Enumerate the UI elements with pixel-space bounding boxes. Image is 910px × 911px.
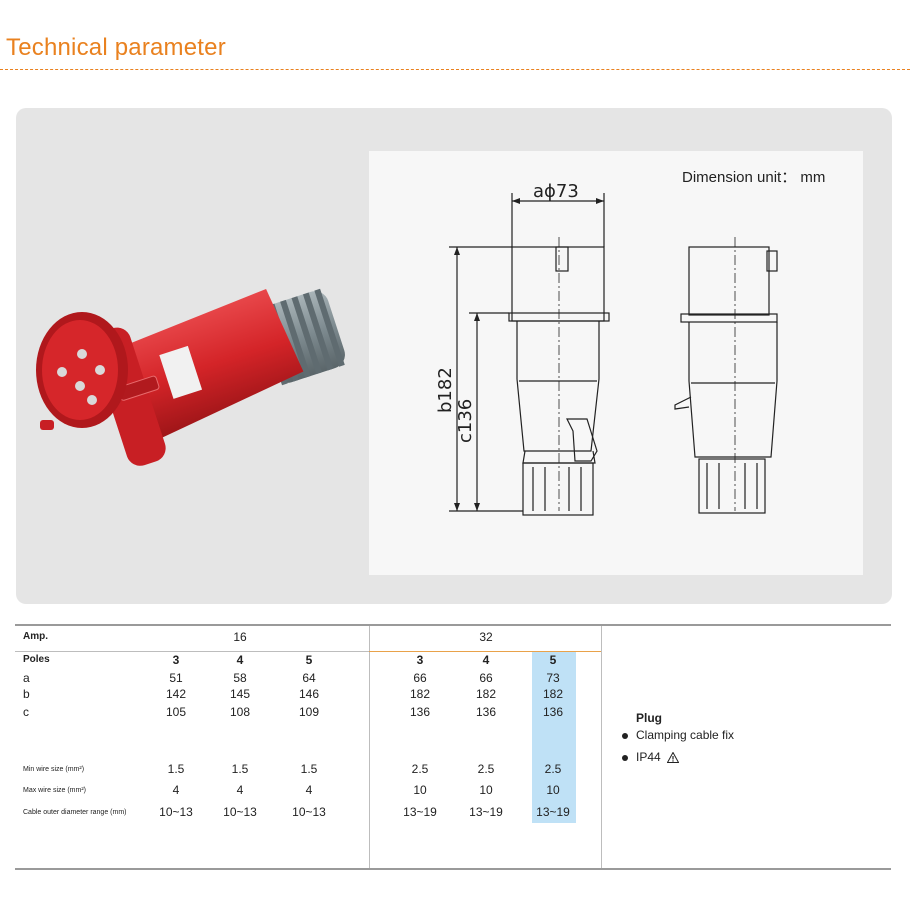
table-top-rule [15, 624, 891, 626]
feature-text: IP44 [636, 750, 661, 764]
poles-value: 5 [549, 653, 557, 667]
warning-icon [667, 752, 680, 764]
table-cell: 1.5 [167, 762, 185, 776]
row-label: b [23, 687, 30, 701]
dimension-drawing-panel [369, 151, 863, 575]
bullet-icon [622, 754, 628, 761]
feature-text: Clamping cable fix [636, 728, 735, 742]
table-cell: 146 [298, 687, 320, 701]
table-cell: 182 [475, 687, 497, 701]
table-cell: 13~19 [469, 805, 503, 819]
plug-product-image [36, 288, 345, 466]
table-cell: 58 [233, 671, 247, 685]
row-label: c [23, 705, 29, 719]
table-cell: 105 [165, 705, 187, 719]
table-bottom-rule [15, 868, 891, 870]
poles-value: 3 [172, 653, 180, 667]
page-title: Technical parameter [6, 34, 226, 61]
table-cell: 64 [302, 671, 316, 685]
table-cell: 4 [236, 783, 244, 797]
table-cell: 10 [479, 783, 493, 797]
table-cell: 136 [475, 705, 497, 719]
table-cell: 2.5 [477, 762, 495, 776]
amp-value: 16 [233, 630, 247, 644]
table-cell: 1.5 [231, 762, 249, 776]
table-cell: 182 [409, 687, 431, 701]
table-cell: 4 [172, 783, 180, 797]
poles-value: 4 [236, 653, 244, 667]
table-cell: 10~13 [159, 805, 193, 819]
dimension-unit-note: Dimension unit： mm [682, 169, 826, 186]
table-cell: 182 [542, 687, 564, 701]
table-cell: 13~19 [403, 805, 437, 819]
header-rule [15, 651, 369, 652]
table-cell: 2.5 [411, 762, 429, 776]
dimension-drawing: aϕ73 b182 c136 [435, 181, 778, 516]
table-cell: 66 [479, 671, 493, 685]
table-cell: 10 [413, 783, 427, 797]
row-label: Cable outer diameter range (mm) [23, 809, 127, 816]
table-cell: 10~13 [292, 805, 326, 819]
table-cell: 10 [546, 783, 560, 797]
bullet-icon [622, 732, 628, 739]
feature-item: Clamping cable fix [622, 728, 734, 742]
dimension-c-label: c136 [455, 399, 476, 443]
table-cell: 4 [305, 783, 313, 797]
amp-value: 32 [479, 630, 493, 644]
poles-value: 4 [482, 653, 490, 667]
table-cell: 109 [298, 705, 320, 719]
table-cell: 108 [229, 705, 251, 719]
table-cell: 2.5 [544, 762, 562, 776]
table-cell: 136 [409, 705, 431, 719]
plug-features-title: Plug [636, 711, 662, 725]
amp-label: Amp. [23, 631, 48, 642]
table-cell: 51 [169, 671, 183, 685]
table-cell: 66 [413, 671, 427, 685]
table-cell: 145 [229, 687, 251, 701]
table-divider [601, 626, 602, 868]
row-label: Min wire size (mm²) [23, 766, 85, 773]
row-label: Max wire size (mm²) [23, 787, 86, 794]
table-cell: 10~13 [223, 805, 257, 819]
table-divider [369, 626, 370, 868]
table-cell: 13~19 [536, 805, 570, 819]
highlight-column [532, 652, 576, 823]
poles-value: 3 [416, 653, 424, 667]
dimension-b-label: b182 [435, 367, 456, 413]
table-cell: 142 [165, 687, 187, 701]
table-cell: 73 [546, 671, 560, 685]
table-cell: 1.5 [300, 762, 318, 776]
feature-item: IP44 [622, 750, 680, 764]
poles-label: Poles [23, 654, 50, 665]
dimension-a-label: aϕ73 [533, 181, 579, 202]
table-cell: 136 [542, 705, 564, 719]
row-label: a [23, 671, 30, 685]
title-divider [0, 69, 910, 70]
poles-value: 5 [305, 653, 313, 667]
header-rule [369, 651, 601, 652]
